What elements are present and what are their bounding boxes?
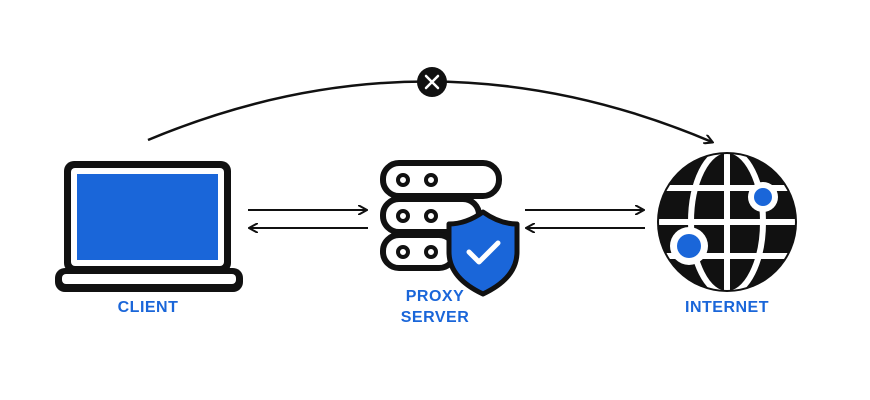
laptop-icon [55, 161, 243, 292]
proxy-label-line2: SERVER [400, 309, 470, 326]
shield-check-icon [446, 209, 520, 297]
globe-icon [657, 152, 797, 292]
client-label: CLIENT [117, 299, 179, 316]
internet-label: INTERNET [685, 299, 769, 316]
blocked-x-icon [417, 67, 447, 97]
proxy-label-line1: PROXY [405, 288, 465, 305]
